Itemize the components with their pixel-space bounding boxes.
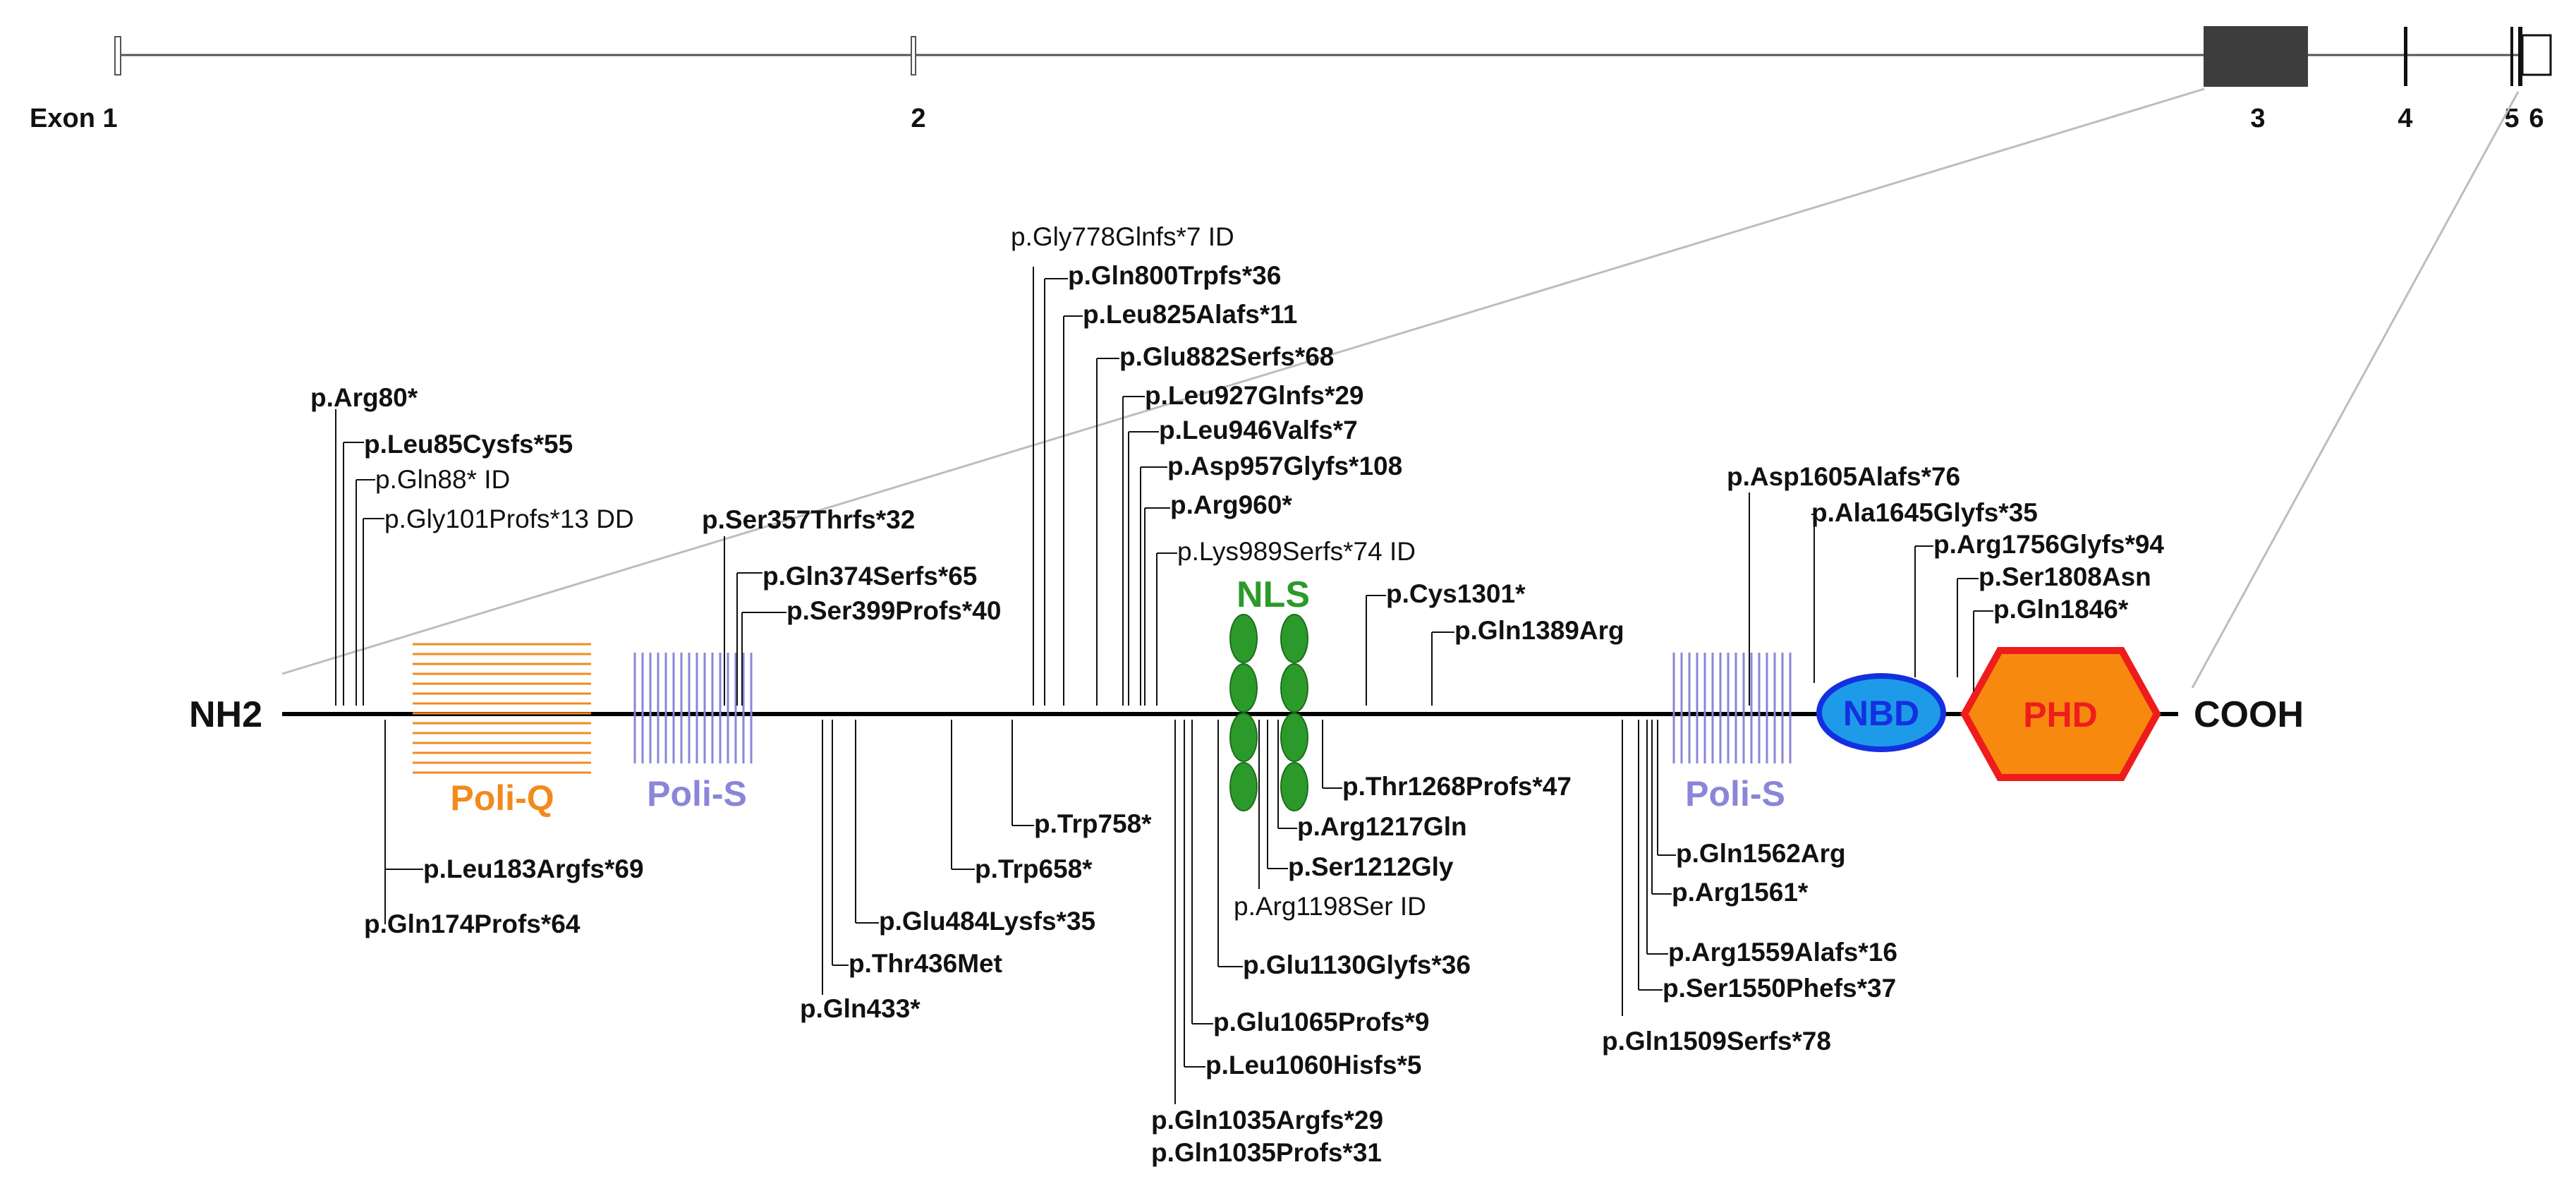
mutation-label: p.Arg1198Ser ID (1234, 892, 1426, 921)
exon-2 (911, 36, 916, 75)
nls-ovals (1229, 614, 1308, 811)
mutation-label: p.Glu1065Profs*9 (1213, 1008, 1429, 1036)
nls-oval (1229, 614, 1258, 663)
mutation-label: p.Trp658* (975, 854, 1093, 883)
nls-oval (1280, 762, 1308, 811)
mutation-label: p.Glu1130Glyfs*36 (1243, 950, 1471, 979)
mutation-label: p.Gly101Profs*13 DD (384, 504, 634, 533)
nls-oval (1280, 614, 1308, 663)
poli-q-stripes (413, 643, 591, 774)
mutation-label: p.Glu882Serfs*68 (1119, 342, 1334, 371)
mutation-label: p.Gln433* (800, 994, 921, 1023)
mutation-label: p.Asp1605Alafs*76 (1727, 462, 1960, 491)
n-terminus-label: NH2 (189, 694, 262, 735)
mutation-label: p.Gln374Serfs*65 (763, 562, 977, 591)
mutation-label: p.Gln1846* (1993, 595, 2129, 624)
exon-5 (2510, 27, 2513, 86)
exon-6-utr (2521, 34, 2552, 76)
mutation-label: p.Arg1559Alafs*16 (1668, 938, 1897, 967)
nls-oval (1229, 663, 1258, 713)
mutation-label: p.Gly778Glnfs*7 ID (1011, 222, 1234, 251)
phd-shape (1960, 647, 2161, 781)
mutation-label: p.Cys1301* (1386, 579, 1526, 608)
mutation-label: p.Trp758* (1034, 809, 1152, 838)
exon-4 (2404, 27, 2407, 86)
mutation-label: p.Gln1035Argfs*29 (1151, 1106, 1383, 1135)
zoom-connector-left (281, 87, 2205, 675)
mutation-label: p.Glu484Lysfs*35 (879, 907, 1095, 936)
mutation-label: p.Arg1756Glyfs*94 (1933, 530, 2164, 559)
poli-s-stripes-1 (633, 653, 753, 763)
nls-oval (1280, 663, 1308, 713)
mutation-lines (335, 267, 1993, 1104)
mutation-label: p.Thr436Met (849, 949, 1002, 978)
mutation-label: p.Lys989Serfs*74 ID (1177, 537, 1416, 566)
mutation-label: p.Ser357Thrfs*32 (702, 505, 915, 534)
nls-oval (1229, 762, 1258, 811)
mutation-label: p.Leu1060Hisfs*5 (1205, 1051, 1421, 1080)
nbd-domain: NBD (1816, 673, 1946, 752)
mutation-label: p.Gln1389Arg (1454, 616, 1624, 645)
nls-domain: NLS (1229, 574, 1310, 811)
exon-3 (2204, 26, 2308, 87)
mutation-label: p.Asp957Glyfs*108 (1167, 452, 1402, 480)
exon-label-1: Exon 1 (30, 104, 118, 133)
gene-map: Exon 1 2 3 4 5 6 (30, 26, 2552, 689)
mutation-label: p.Ser399Profs*40 (786, 596, 1001, 625)
mutation-label: p.Ser1808Asn (1979, 562, 2151, 591)
mutation-label: p.Arg960* (1170, 490, 1292, 519)
phd-domain: PHD (1960, 647, 2161, 781)
mutation-label: p.Arg1217Gln (1297, 812, 1467, 841)
poli-s-stripes-2 (1672, 653, 1792, 763)
exon-label-3: 3 (2250, 104, 2265, 133)
mutation-label: p.Ser1212Gly (1288, 852, 1454, 881)
exon-label-6: 6 (2529, 104, 2544, 133)
poli-s-domain-2: Poli-S (1672, 653, 1792, 814)
exon-label-2: 2 (911, 104, 925, 133)
nbd-label: NBD (1843, 694, 1919, 733)
mutations-above: p.Arg80* p.Leu85Cysfs*55 p.Gln88* ID p.G… (310, 222, 2164, 645)
mutation-label: p.Gln174Profs*64 (364, 909, 581, 938)
zoom-connector-right (2191, 91, 2520, 689)
mutation-label: p.Arg1561* (1672, 878, 1809, 907)
nls-oval (1229, 713, 1258, 762)
mutations-below: p.Leu183Argfs*69 p.Gln174Profs*64 p.Trp7… (364, 772, 1897, 1167)
exon-label-4: 4 (2398, 104, 2412, 133)
mutation-label: p.Leu927Glnfs*29 (1145, 381, 1364, 410)
phd-label: PHD (2023, 695, 2098, 734)
nls-label: NLS (1237, 574, 1310, 615)
mutation-label: p.Arg80* (310, 383, 418, 412)
mutation-label: p.Leu85Cysfs*55 (364, 430, 573, 459)
poli-q-label: Poli-Q (450, 778, 554, 818)
mutation-label: p.Leu183Argfs*69 (423, 854, 644, 883)
mutation-label: p.Ser1550Phefs*37 (1663, 974, 1896, 1003)
exon-6 (2518, 27, 2522, 86)
poli-s-domain-1: Poli-S (633, 653, 753, 814)
mutation-label: p.Gln800Trpfs*36 (1068, 261, 1281, 290)
exon-label-5: 5 (2504, 104, 2519, 133)
poli-q-domain: Poli-Q (413, 643, 591, 818)
nls-oval (1280, 713, 1308, 762)
exon-1 (114, 36, 121, 75)
nbd-shape (1816, 673, 1946, 752)
mutation-label: p.Gln88* ID (375, 465, 510, 494)
c-terminus-label: COOH (2194, 694, 2304, 735)
poli-s-label-2: Poli-S (1685, 774, 1785, 814)
mutation-label: p.Leu946Valfs*7 (1159, 416, 1358, 445)
mutation-label: p.Thr1268Profs*47 (1342, 772, 1572, 801)
mutation-label: p.Gln1035Profs*31 (1151, 1138, 1382, 1167)
mutation-label: p.Leu825Alafs*11 (1083, 300, 1297, 329)
poli-s-label-1: Poli-S (647, 774, 747, 814)
mutation-label: p.Gln1562Arg (1676, 839, 1846, 868)
mutation-label: p.Gln1509Serfs*78 (1602, 1027, 1831, 1056)
mutation-label: p.Ala1645Glyfs*35 (1811, 498, 2038, 527)
